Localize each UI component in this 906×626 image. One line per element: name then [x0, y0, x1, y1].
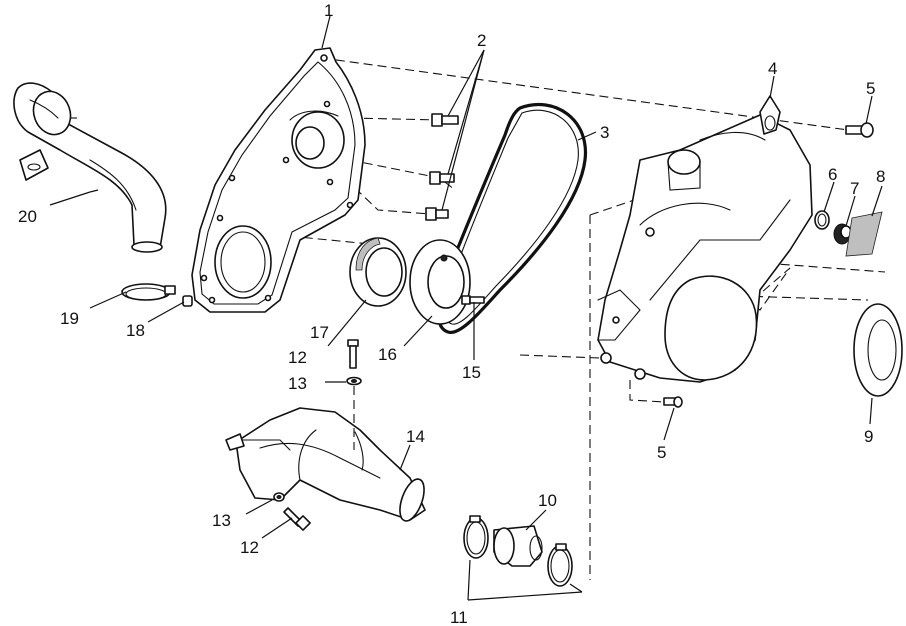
callout-7: 7 — [850, 179, 859, 198]
part-14-outlet-duct — [225, 407, 426, 522]
bolt-lower — [425, 207, 449, 221]
part-13-washer-lower — [273, 492, 285, 502]
callout-1: 1 — [324, 1, 333, 20]
callout-2: 2 — [477, 31, 486, 50]
callout-11: 11 — [450, 608, 468, 626]
part-17-seal — [349, 237, 407, 307]
callout-14: 14 — [406, 427, 425, 446]
part-5-screw-upper — [845, 122, 874, 138]
part-18-screw — [182, 295, 193, 307]
callout-20: 20 — [18, 207, 37, 226]
callout-17: 17 — [310, 323, 329, 342]
leader-lines — [49, 15, 883, 601]
part-5-screw-lower — [663, 396, 683, 408]
part-15-bolt — [461, 295, 485, 305]
part-9-round-decal — [853, 303, 903, 397]
part-6-o-ring — [814, 210, 830, 230]
part-1-inner-cover — [191, 47, 366, 313]
bolt-middle — [429, 171, 455, 185]
callouts: 1 2 3 4 5 6 7 8 9 5 10 11 12 13 14 15 16… — [18, 1, 885, 626]
callout-3: 3 — [600, 123, 609, 142]
callout-13-lower: 13 — [212, 511, 231, 530]
callout-18: 18 — [126, 321, 145, 340]
part-4-outer-cover — [597, 95, 813, 383]
callout-5-lower: 5 — [657, 443, 666, 462]
part-12-bolt-lower — [283, 507, 311, 531]
part-11-clamps — [463, 515, 573, 587]
callout-4: 4 — [768, 59, 777, 78]
part-19-hose-clamp — [121, 283, 176, 301]
part-13-washer-upper — [346, 376, 362, 386]
callout-8: 8 — [876, 167, 885, 186]
callout-16: 16 — [378, 345, 397, 364]
callout-19: 19 — [60, 309, 79, 328]
part-10-boot — [493, 525, 543, 567]
callout-6: 6 — [828, 165, 837, 184]
callout-9: 9 — [864, 427, 873, 446]
callout-10: 10 — [538, 491, 557, 510]
part-16-pulley-plate — [409, 239, 471, 325]
part-12-bolt-upper — [347, 339, 359, 369]
part-7-plug — [833, 223, 852, 245]
callout-12-upper: 12 — [288, 348, 307, 367]
callout-15: 15 — [462, 363, 481, 382]
callout-5-upper: 5 — [866, 79, 875, 98]
callout-12-lower: 12 — [240, 538, 259, 557]
bolt-upper — [431, 113, 459, 127]
callout-13-upper: 13 — [288, 374, 307, 393]
part-20-intake-duct — [13, 82, 167, 253]
part-8-decal — [845, 211, 883, 257]
